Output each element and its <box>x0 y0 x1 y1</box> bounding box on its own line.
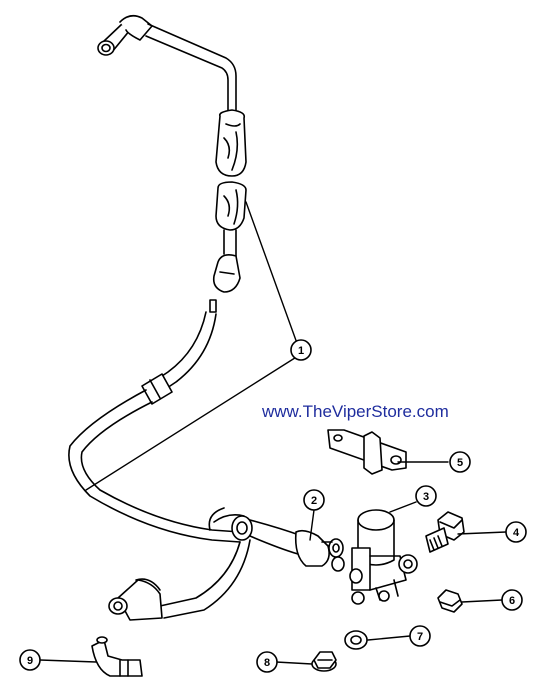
svg-text:2: 2 <box>311 495 317 507</box>
callout-4: 4 <box>505 521 527 543</box>
svg-text:3: 3 <box>423 491 429 503</box>
bolt-4 <box>425 511 465 553</box>
svg-text:6: 6 <box>509 595 515 607</box>
upper-hose-assembly <box>97 14 247 293</box>
callout-3: 3 <box>415 485 437 507</box>
flange-nut-8 <box>311 651 337 672</box>
callout-5: 5 <box>449 451 471 473</box>
nut-6 <box>437 589 463 613</box>
leader-lines <box>39 201 507 665</box>
svg-text:5: 5 <box>457 457 463 469</box>
svg-text:9: 9 <box>27 655 33 667</box>
svg-text:1: 1 <box>298 345 304 357</box>
callout-9: 9 <box>19 649 41 671</box>
svg-text:8: 8 <box>264 657 270 669</box>
lower-hose-assembly <box>68 299 303 621</box>
watermark-text: www.TheViperStore.com <box>262 402 449 421</box>
callout-2: 2 <box>303 489 325 511</box>
elbow-fitting-2 <box>294 529 345 572</box>
bracket-5 <box>327 429 407 475</box>
callout-1: 1 <box>290 339 312 361</box>
elbow-connector-9 <box>91 636 143 677</box>
callout-8: 8 <box>256 651 278 673</box>
solenoid-valve-3 <box>349 509 418 605</box>
callout-7: 7 <box>409 625 431 647</box>
callout-6: 6 <box>501 589 523 611</box>
washer-7 <box>344 630 368 650</box>
svg-text:4: 4 <box>513 527 520 539</box>
svg-text:7: 7 <box>417 631 423 643</box>
